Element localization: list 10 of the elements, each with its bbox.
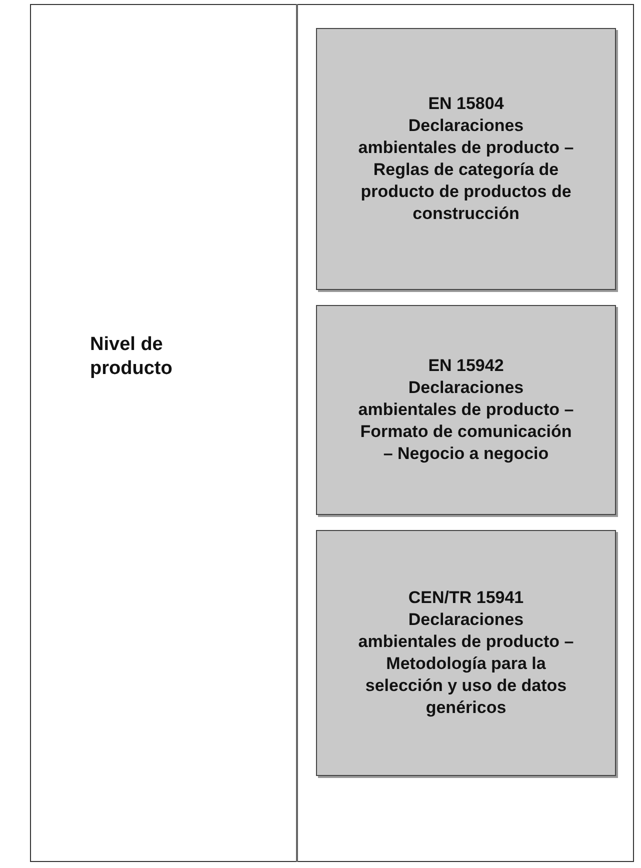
standard-title: Declaraciones ambientales de producto – Metodología para la selección y uso de datos genéricos (357, 609, 575, 719)
standard-title: Declaraciones ambientales de producto – Reglas de categoría de producto de productos de construcción (357, 115, 575, 225)
row-heading: Nivel de producto (90, 333, 174, 381)
standard-code: CEN/TR 15941 (408, 587, 524, 609)
standard-code: EN 15942 (428, 355, 504, 377)
standard-title: Declaraciones ambientales de producto – Formato de comunicación – Negocio a negocio (357, 377, 575, 465)
standard-box (316, 530, 616, 776)
standard-code: EN 15804 (428, 93, 504, 115)
standard-box (316, 305, 616, 515)
standard-box (316, 28, 616, 290)
